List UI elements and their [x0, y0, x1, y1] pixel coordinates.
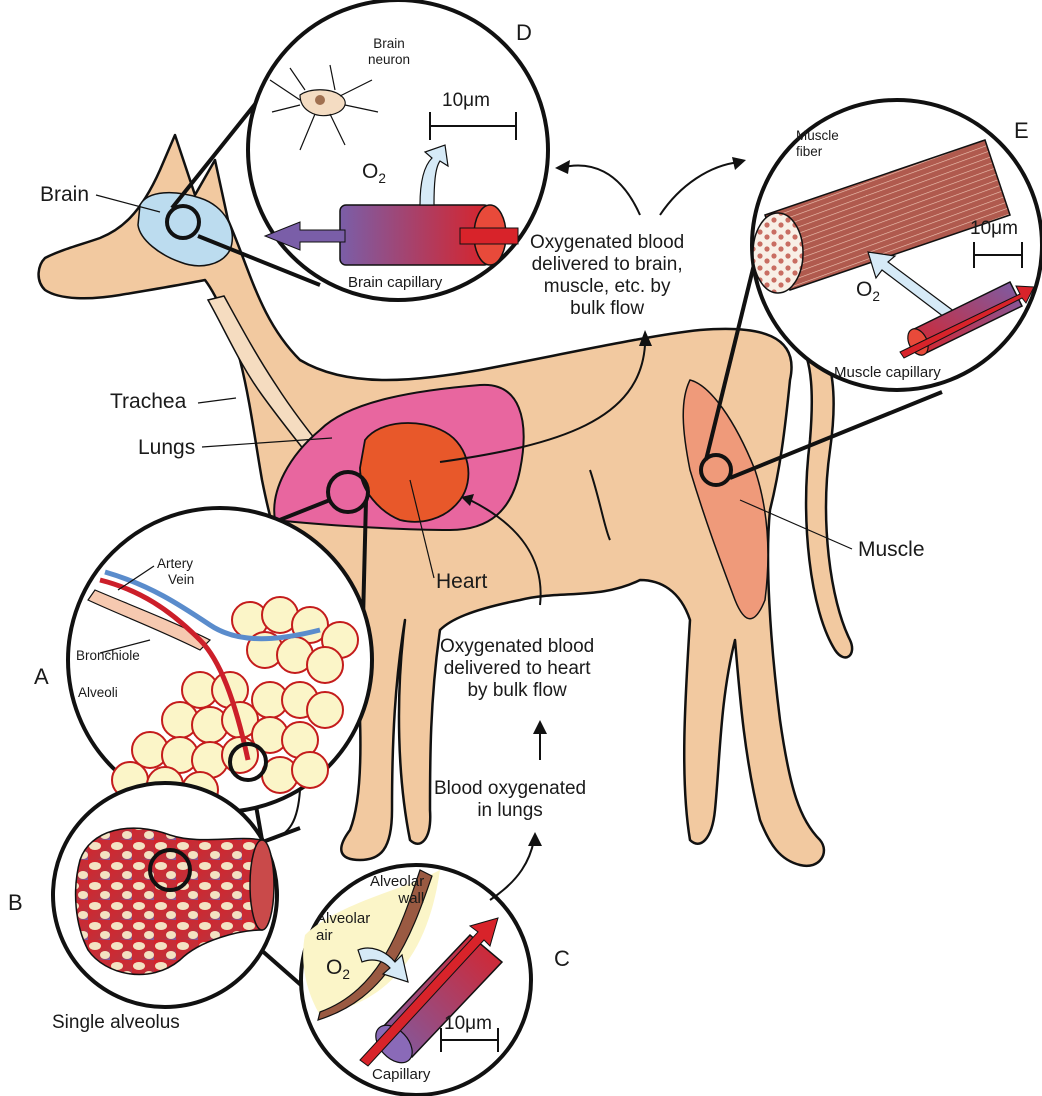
artery-label: Artery	[157, 556, 193, 572]
scale-label-c: 10μm	[444, 1013, 492, 1035]
alveolar-wall-label: Alveolar wall	[370, 873, 424, 908]
o2-label-d: O2	[362, 160, 386, 187]
flow-text-brain-muscle: Oxygenated blood delivered to brain, mus…	[530, 232, 684, 319]
panel-b	[53, 783, 277, 1007]
flow-text-heart: Oxygenated blood delivered to heart by b…	[440, 636, 594, 702]
panel-letter-b: B	[8, 890, 23, 915]
scale-label-e: 10μm	[970, 218, 1018, 240]
alveoli-label: Alveoli	[78, 685, 118, 701]
brain-neuron-label: Brain neuron	[368, 36, 410, 67]
bronchiole-label: Bronchiole	[76, 648, 140, 664]
brain-label: Brain	[40, 183, 89, 207]
flow-text-lungs: Blood oxygenated in lungs	[434, 778, 586, 822]
capillary-label: Capillary	[372, 1066, 430, 1083]
muscle-label: Muscle	[858, 538, 925, 562]
o2-label-e: O2	[856, 278, 880, 305]
panel-letter-d: D	[516, 20, 532, 45]
heart-label: Heart	[436, 570, 487, 594]
alveolar-air-label: Alveolar air	[316, 910, 370, 945]
muscle-capillary-label: Muscle capillary	[834, 364, 941, 381]
panel-letter-e: E	[1014, 118, 1029, 143]
brain-capillary-label: Brain capillary	[348, 274, 442, 291]
panel-letter-a: A	[34, 664, 49, 689]
o2-label-c: O2	[326, 956, 350, 983]
lungs-label: Lungs	[138, 436, 195, 460]
trachea-label: Trachea	[110, 390, 186, 414]
single-alveolus-label: Single alveolus	[52, 1012, 180, 1034]
vein-label: Vein	[168, 572, 194, 588]
panel-letter-c: C	[554, 946, 570, 971]
scale-label-d: 10μm	[442, 90, 490, 112]
muscle-fiber-label: Muscle fiber	[796, 128, 839, 159]
